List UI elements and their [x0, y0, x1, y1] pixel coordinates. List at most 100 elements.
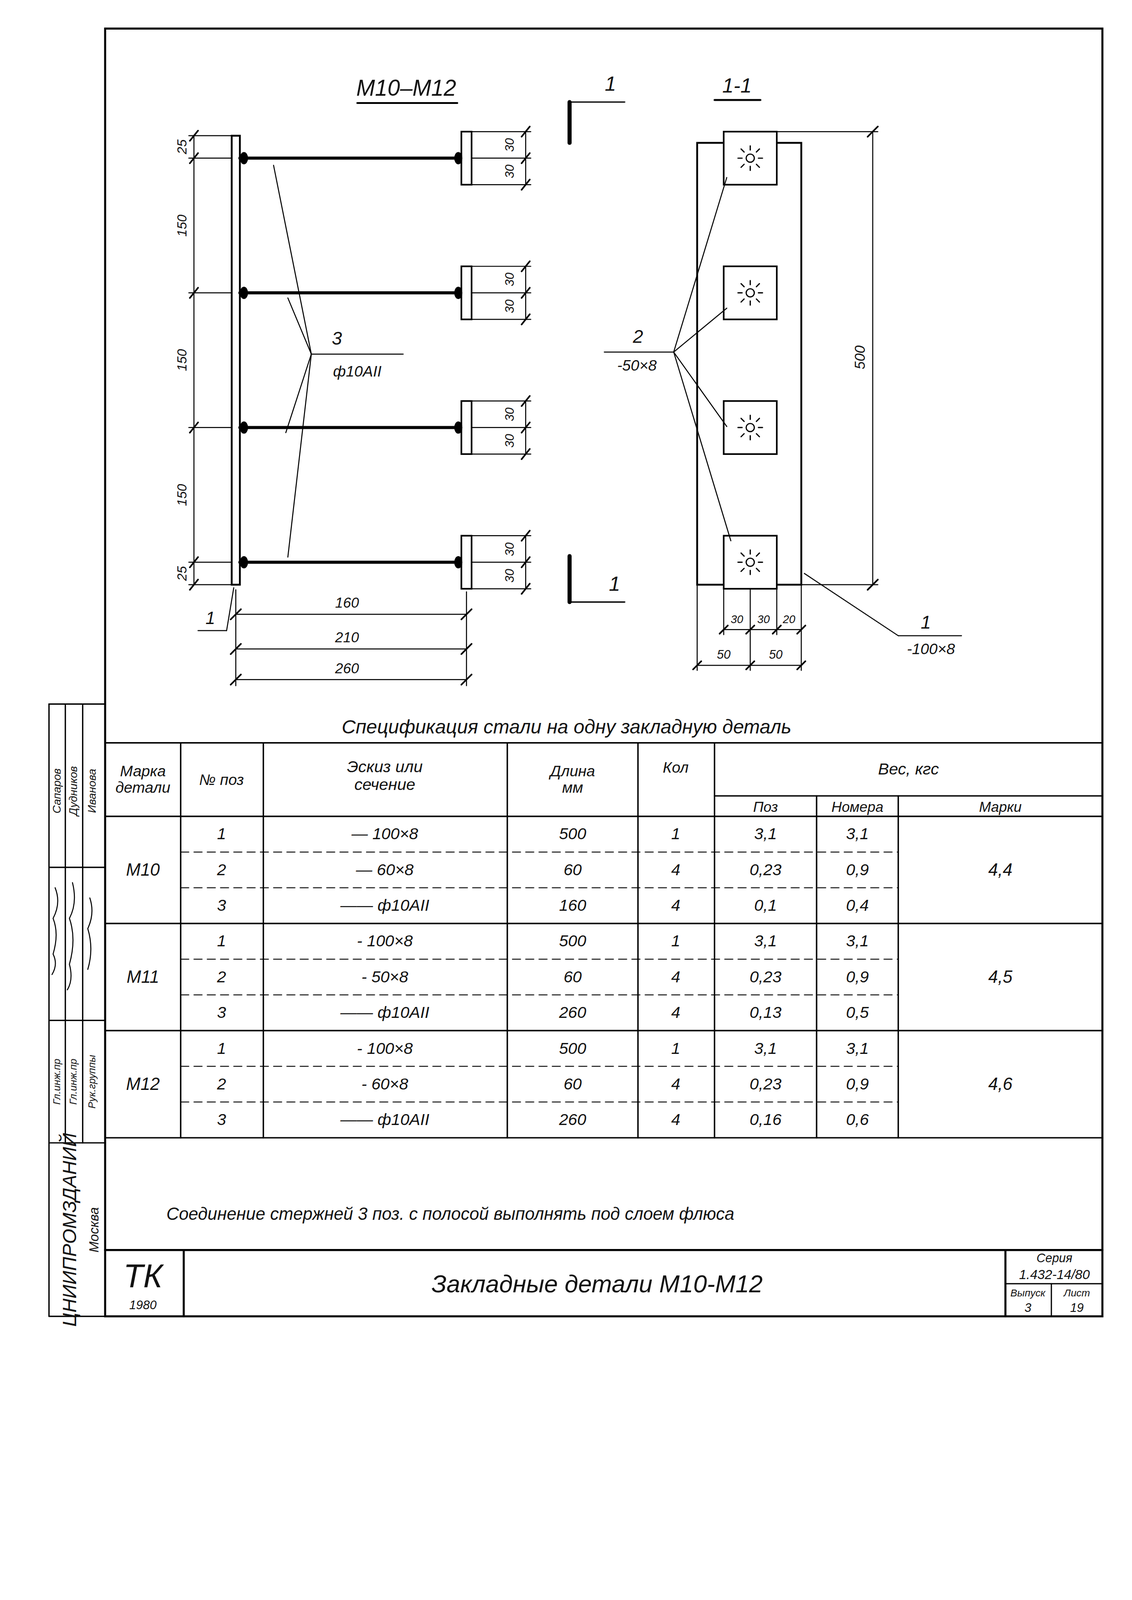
rod-pads-part: [461, 535, 472, 589]
section-dimensions-part: [801, 584, 879, 586]
title-block-text: 19: [1069, 1302, 1084, 1316]
rod-end-symbols-part: [746, 423, 755, 432]
spec-table-part: [180, 743, 182, 1138]
table-heading: Спецификация стали на одну закладную дет…: [341, 716, 791, 738]
rod-end-symbols-part: [746, 154, 755, 163]
table-cell: 60: [563, 1075, 582, 1094]
sheet-frame-part: [105, 28, 1103, 1317]
dimension-text: 150: [174, 484, 190, 507]
dimension-text: 30: [503, 273, 518, 287]
title-block-text: 1980: [129, 1298, 157, 1313]
section-dimensions-part: [696, 584, 698, 671]
spec-table-part-part: [180, 887, 899, 889]
dimension-lines-part: [235, 589, 237, 686]
dimension-text: 25: [174, 566, 190, 581]
anchor-rods-part: [239, 291, 462, 295]
section-marks-part: [567, 102, 572, 144]
dimension-text: 30: [503, 542, 518, 557]
table-cell: 0,23: [749, 861, 782, 879]
section-dimensions-part: [872, 131, 874, 585]
table-cell: 3,1: [754, 932, 777, 951]
section-dimensions-part: [777, 131, 878, 133]
table-cell: 500: [558, 825, 587, 844]
table-cell: - 50×8: [361, 968, 409, 987]
anchor-plate: [231, 135, 240, 585]
callout-label: 1: [205, 609, 216, 629]
signature-scribble-part: [51, 888, 58, 975]
stamp-text: Иванова: [85, 769, 99, 814]
dimension-text: 30: [757, 613, 770, 626]
table-cell: 0,5: [846, 1003, 869, 1022]
table-cell: 500: [558, 1039, 587, 1058]
stamp-text: Дудников: [67, 766, 80, 817]
table-cell: 0,23: [749, 1075, 782, 1094]
stamp-text: Москва: [86, 1207, 102, 1253]
section-pads-part: [723, 535, 777, 589]
spec-table-part: [105, 922, 1103, 925]
drawing-art-part: [48, 28, 1103, 1317]
callout-label: -100×8: [906, 640, 956, 658]
table-cell: 3,1: [846, 932, 869, 951]
weld-blobs-part: [239, 421, 249, 435]
section-pads-part: [723, 131, 777, 185]
leader-lines: [197, 165, 404, 631]
table-cell: 2: [217, 968, 227, 987]
title-block-text: Серия: [1036, 1251, 1073, 1266]
spec-table-part: [105, 1029, 1103, 1032]
dimension-text: 30: [503, 164, 518, 179]
spec-table-part-part: [180, 1065, 899, 1067]
table-header-cell: Эскиз или сечение: [318, 757, 452, 794]
table-cell: 3: [217, 896, 227, 915]
spec-table-part: [897, 796, 900, 1138]
view-title-underline-part: [357, 102, 458, 104]
rod-pads-part: [461, 266, 472, 320]
binding-strip-part: [48, 866, 105, 869]
table-cell: 0,9: [846, 1075, 869, 1094]
title-block-text: 1.432-14/80: [1018, 1267, 1090, 1282]
stamp-text: Гл.инж.пр: [67, 1059, 80, 1106]
weld-blobs-part: [239, 556, 249, 569]
table-cell: 3,1: [846, 1039, 869, 1058]
table-cell: 4: [671, 1111, 681, 1130]
table-cell: 0,16: [749, 1111, 782, 1130]
table-cell: —— ф10АII: [340, 896, 430, 915]
section-pads-part: [723, 266, 777, 320]
title-block-text: Выпуск: [1010, 1287, 1046, 1299]
spec-table-part: [713, 743, 716, 1138]
section-dimensions: [692, 126, 878, 671]
section-pads-part: [723, 401, 777, 455]
table-cell: — 60×8: [356, 861, 414, 879]
signature-scribble: [51, 882, 93, 990]
table-cell: 4: [671, 861, 681, 879]
anchor-plate-part: [231, 135, 240, 585]
weld-blobs-part: [239, 286, 249, 300]
leader-lines-part: [273, 165, 312, 355]
table-cell: 4: [671, 1075, 681, 1094]
spec-table-part: [637, 743, 639, 1138]
table-cell: 60: [563, 968, 582, 987]
signature-scribble-part: [87, 898, 93, 970]
rod-end-symbols-part: [738, 550, 763, 575]
rod-end-symbols-part: [738, 145, 763, 171]
spec-table-part-part: [180, 1101, 899, 1103]
section-marks-part: [569, 601, 625, 603]
dimension-text: 30: [503, 299, 518, 314]
section-dimensions-part: [723, 629, 802, 631]
table-cell: 4: [671, 896, 681, 915]
dimension-text: 30: [730, 613, 744, 626]
spec-table-part: [506, 743, 508, 1138]
section-leaders: [604, 177, 962, 636]
section-leaders-part: [673, 351, 727, 427]
spec-table-part-part: [180, 851, 899, 853]
dimension-lines-part: [230, 609, 472, 685]
section-dimensions-part: [692, 625, 806, 670]
spec-table-part: [816, 796, 818, 1138]
table-cell: 3,1: [754, 825, 777, 844]
dimension-text: 210: [335, 630, 359, 646]
rod-end-symbols-part: [738, 280, 763, 306]
binding-strip-part: [48, 703, 105, 705]
table-cell: 2: [217, 861, 227, 879]
table-cell: М11: [126, 967, 160, 988]
section-dimensions-part: [776, 589, 778, 635]
